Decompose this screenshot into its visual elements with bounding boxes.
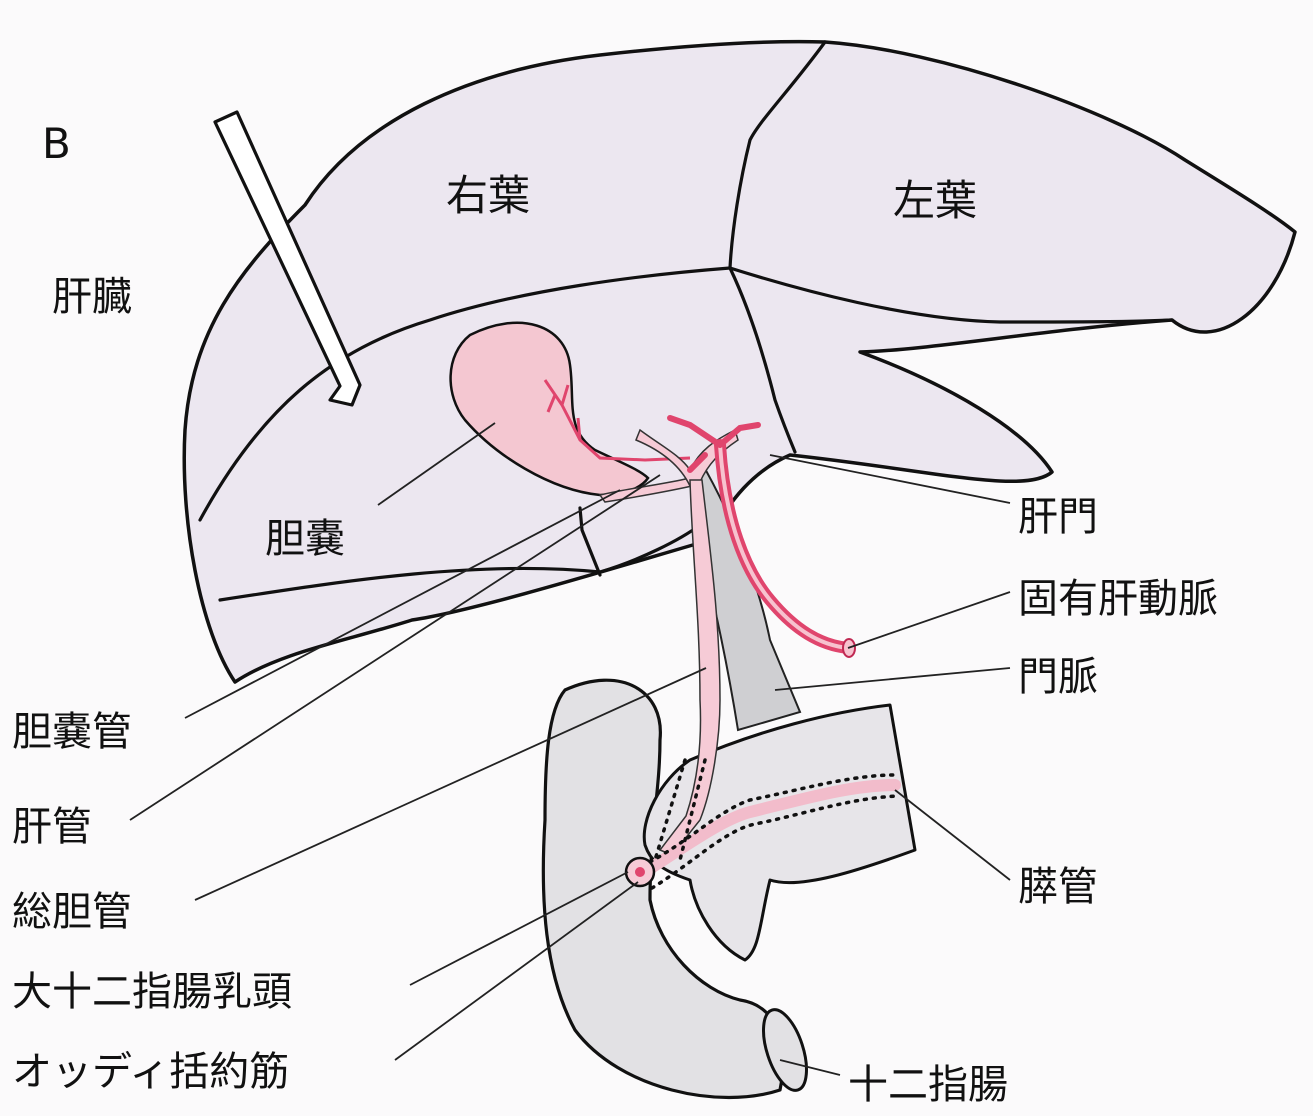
label-left-lobe: 左葉 xyxy=(893,176,977,225)
label-major-duodenal-papilla: 大十二指腸乳頭 xyxy=(12,969,292,1015)
label-right-lobe: 右葉 xyxy=(446,171,530,220)
label-gallbladder: 胆嚢 xyxy=(265,516,345,562)
leader-proper-hepatic-artery xyxy=(848,592,1010,648)
leader-portal-vein xyxy=(775,668,1010,690)
label-common-bile-duct: 総胆管 xyxy=(12,889,132,935)
panel-letter: B xyxy=(42,119,71,168)
label-hepatic-duct: 肝管 xyxy=(12,804,92,850)
label-cystic-duct: 胆嚢管 xyxy=(12,709,132,755)
label-duodenum: 十二指腸 xyxy=(848,1062,1008,1108)
label-proper-hepatic-artery: 固有肝動脈 xyxy=(1018,576,1218,622)
papilla-inner xyxy=(635,867,645,877)
label-porta-hepatis: 肝門 xyxy=(1018,494,1098,540)
label-portal-vein: 門脈 xyxy=(1018,654,1098,700)
label-pancreatic-duct: 膵管 xyxy=(1018,864,1098,910)
label-sphincter-of-oddi: オッディ括約筋 xyxy=(12,1049,289,1095)
major-duodenal-papilla xyxy=(626,858,654,886)
label-liver: 肝臓 xyxy=(52,274,132,320)
